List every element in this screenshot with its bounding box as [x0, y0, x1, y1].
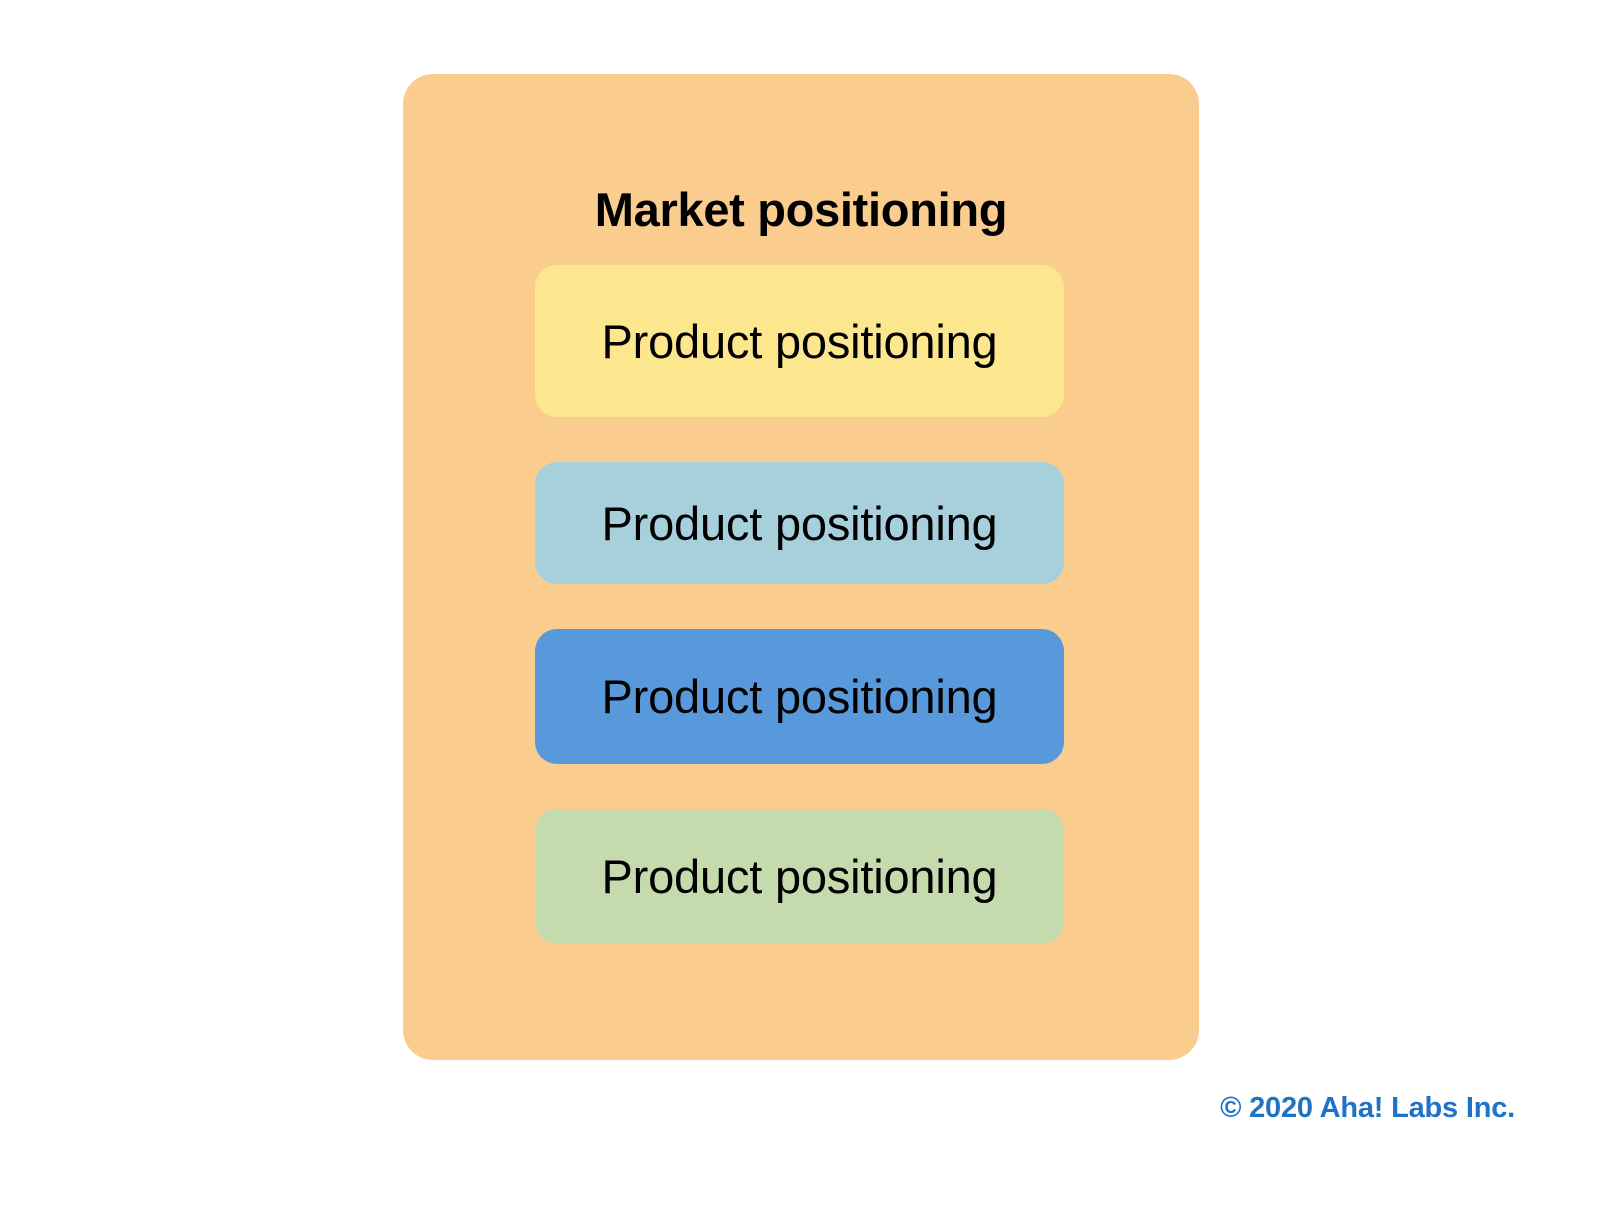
product-positioning-box-4[interactable]: Product positioning	[535, 809, 1064, 944]
product-positioning-list: Product positioning Product positioning …	[535, 265, 1064, 944]
market-positioning-card: Market positioning Product positioning P…	[403, 74, 1199, 1060]
product-positioning-label-4: Product positioning	[601, 850, 998, 903]
product-positioning-box-3[interactable]: Product positioning	[535, 629, 1064, 764]
product-positioning-label-1: Product positioning	[601, 314, 998, 368]
product-positioning-box-2[interactable]: Product positioning	[535, 462, 1064, 584]
product-positioning-box-1[interactable]: Product positioning	[535, 265, 1064, 417]
market-positioning-title: Market positioning	[594, 183, 1008, 236]
product-positioning-label-3: Product positioning	[601, 670, 998, 723]
copyright-notice: © 2020 Aha! Labs Inc.	[1220, 1092, 1515, 1124]
product-positioning-label-2: Product positioning	[601, 496, 998, 550]
